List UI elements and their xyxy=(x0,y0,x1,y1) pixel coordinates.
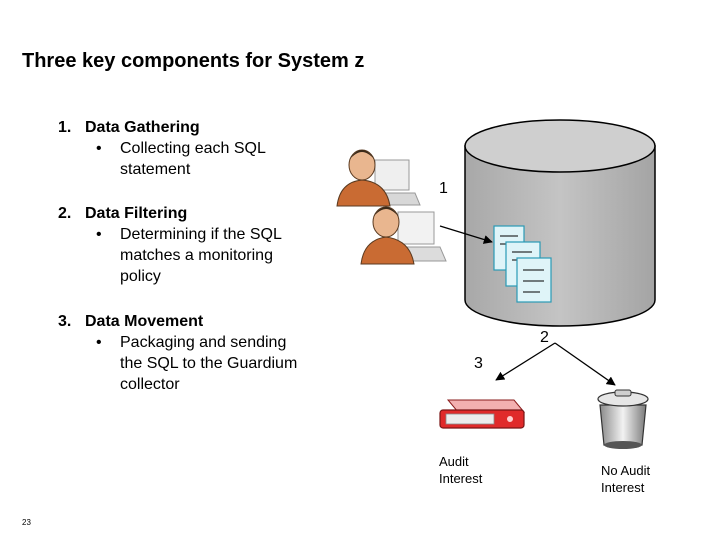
gather-arrow xyxy=(439,225,493,244)
bullet-line: matches a monitoring xyxy=(120,247,273,264)
users-at-computers-icon xyxy=(336,149,447,265)
database-cylinder xyxy=(464,119,656,327)
component-item-data-filtering: 2. Data Filtering • Determining if the SQ… xyxy=(58,203,282,287)
item-number: 2. xyxy=(58,205,72,222)
item-number: 3. xyxy=(58,313,72,330)
component-item-data-movement: 3. Data Movement • Packaging and sending … xyxy=(58,311,297,395)
bullet-dot: • xyxy=(96,334,102,351)
label-step-2: 2 xyxy=(540,329,549,346)
sql-documents-icon xyxy=(493,225,552,303)
bullet-line: the SQL to the Guardium xyxy=(120,355,298,372)
label-step-1: 1 xyxy=(439,180,448,197)
item-bullet: • Packaging and sending the SQL to the G… xyxy=(58,332,297,395)
no-audit-arrow xyxy=(554,342,616,386)
item-heading: Data Filtering xyxy=(85,205,188,222)
item-heading: Data Movement xyxy=(85,313,204,330)
item-bullet: • Determining if the SQL matches a monit… xyxy=(58,224,282,287)
bullet-line: Collecting each SQL xyxy=(120,140,266,157)
label-step-3: 3 xyxy=(474,355,483,372)
audit-interest-label: Audit Interest xyxy=(439,454,483,486)
page-number: 23 xyxy=(22,518,31,527)
bullet-line: Determining if the SQL xyxy=(120,226,282,243)
item-heading: Data Gathering xyxy=(85,119,200,136)
guardium-collector-icon xyxy=(439,399,526,429)
bullet-line: collector xyxy=(120,376,180,393)
bullet-line: statement xyxy=(120,161,191,178)
bullet-dot: • xyxy=(96,140,102,157)
bullet-dot: • xyxy=(96,226,102,243)
no-audit-interest-label: No Audit Interest xyxy=(601,463,651,495)
bullet-line: policy xyxy=(120,268,161,285)
item-bullet: • Collecting each SQL statement xyxy=(58,138,266,180)
slide-title: Three key components for System z xyxy=(22,50,365,72)
component-item-data-gathering: 1. Data Gathering • Collecting each SQL s… xyxy=(58,117,266,180)
audit-arrow xyxy=(495,342,556,381)
item-number: 1. xyxy=(58,119,72,136)
bullet-line: Packaging and sending xyxy=(120,334,287,351)
trash-can-icon xyxy=(597,389,649,449)
